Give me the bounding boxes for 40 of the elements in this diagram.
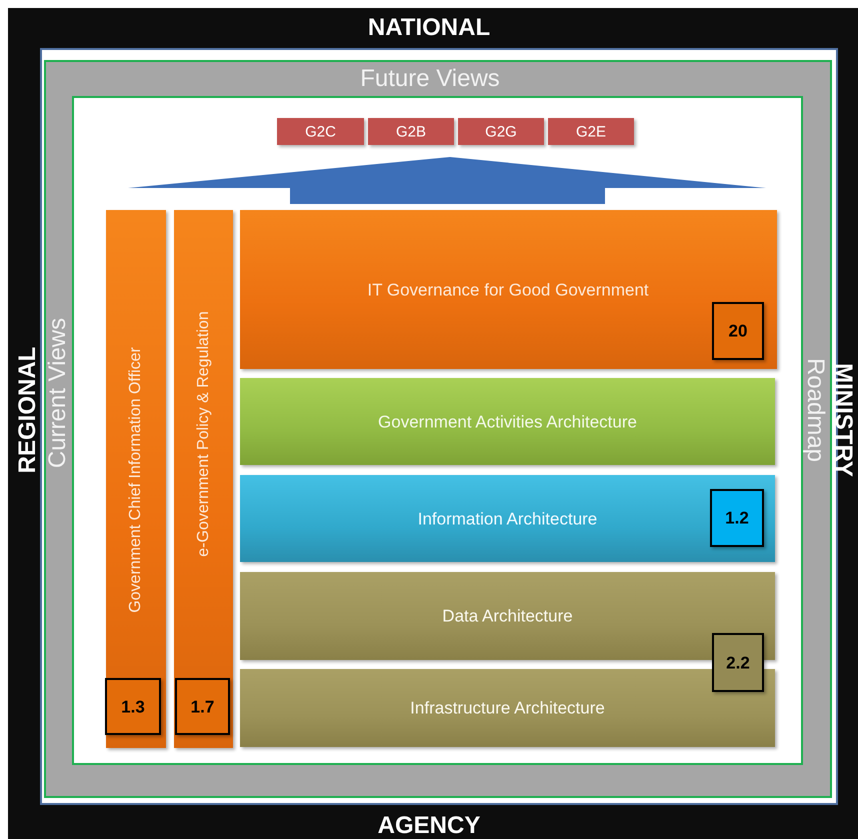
score-number: 2.2 <box>726 654 750 671</box>
level-label: AGENCY <box>378 814 480 838</box>
pillar-bar <box>106 210 166 748</box>
level-label: REGIONAL <box>16 346 40 474</box>
view-label: Roadmap <box>803 358 827 462</box>
layer-title: IT Governance for Good Government <box>367 282 649 298</box>
level-label: NATIONAL <box>368 16 490 40</box>
score-box <box>710 489 764 547</box>
channel-label: G2E <box>576 124 606 139</box>
layer-bar <box>240 669 775 747</box>
view-label: Future Views <box>360 67 500 91</box>
layer-title: Data Architecture <box>442 608 573 624</box>
layer-title: Information Architecture <box>418 510 598 527</box>
score-box <box>712 633 764 692</box>
channel-box <box>548 118 634 145</box>
layer-bar <box>240 210 777 369</box>
score-number: 1.7 <box>190 698 214 715</box>
channel-label: G2B <box>396 124 426 139</box>
layer-title: Government Chief Information Officer <box>128 347 144 613</box>
layer-title: e-Government Policy & Regulation <box>196 311 212 557</box>
pillar-bar <box>174 210 233 748</box>
score-number: 1.2 <box>725 510 749 526</box>
channel-box <box>277 118 364 145</box>
score-number: 1.3 <box>121 698 145 715</box>
score-box <box>712 302 764 360</box>
channel-box <box>458 118 544 145</box>
channel-label: G2C <box>305 124 336 139</box>
layer-bar <box>240 475 775 562</box>
level-label: MINISTRY <box>831 363 855 477</box>
score-box <box>175 678 230 735</box>
channel-box <box>368 118 454 145</box>
layer-title: Infrastructure Architecture <box>410 700 605 716</box>
view-label: Current Views <box>46 318 70 468</box>
layer-title: Government Activities Architecture <box>378 413 637 430</box>
outer-frame <box>8 8 858 839</box>
channel-label: G2G <box>485 124 517 139</box>
score-number: 20 <box>728 322 748 340</box>
score-box <box>105 678 161 735</box>
layer-bar <box>240 378 775 465</box>
views-band <box>44 60 832 798</box>
